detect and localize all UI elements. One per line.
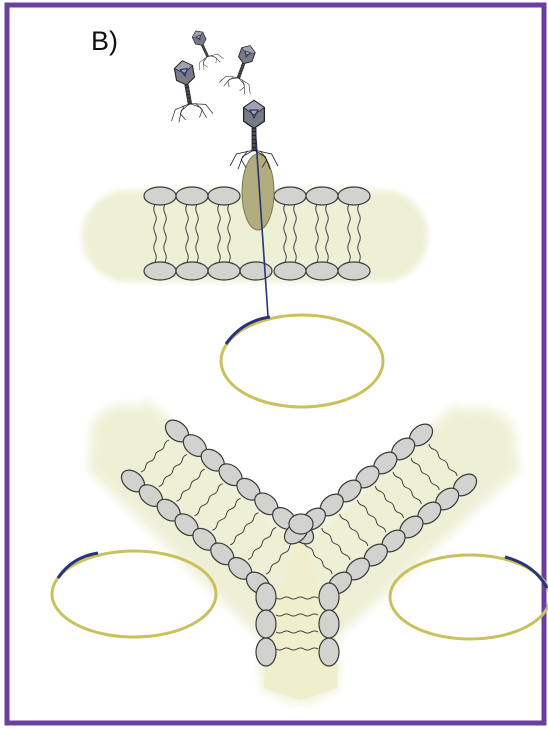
lipid-head [176,187,208,205]
lipid-head [240,262,272,280]
lipid-head [144,262,176,280]
bacteriophage-icon [218,40,265,96]
lipid-head [338,262,370,280]
bacteriophages [162,25,278,169]
lipid-head [306,262,338,280]
top-membrane [82,154,428,282]
lipid-head [319,583,339,611]
lipid-head [176,262,208,280]
lipid-head [208,262,240,280]
lipid-head [289,514,313,534]
lipid-head [274,262,306,280]
lipid-head [256,638,276,666]
lipid-head [144,187,176,205]
lipid-head [319,638,339,666]
right-plasmid-ring [390,555,548,639]
top-plasmid-ring [221,315,383,407]
top-plasmid [221,315,383,407]
right-plasmid [390,555,548,639]
lipid-head [306,187,338,205]
panel-label: B) [91,28,118,55]
lipid-head [319,610,339,638]
lipid-head [256,583,276,611]
left-plasmid [52,551,216,637]
lipid-head [256,610,276,638]
bacteriophage-icon [162,57,214,124]
lipid-head [338,187,370,205]
lipid-head [208,187,240,205]
left-plasmid-ring [52,551,216,637]
lipid-head [274,187,306,205]
